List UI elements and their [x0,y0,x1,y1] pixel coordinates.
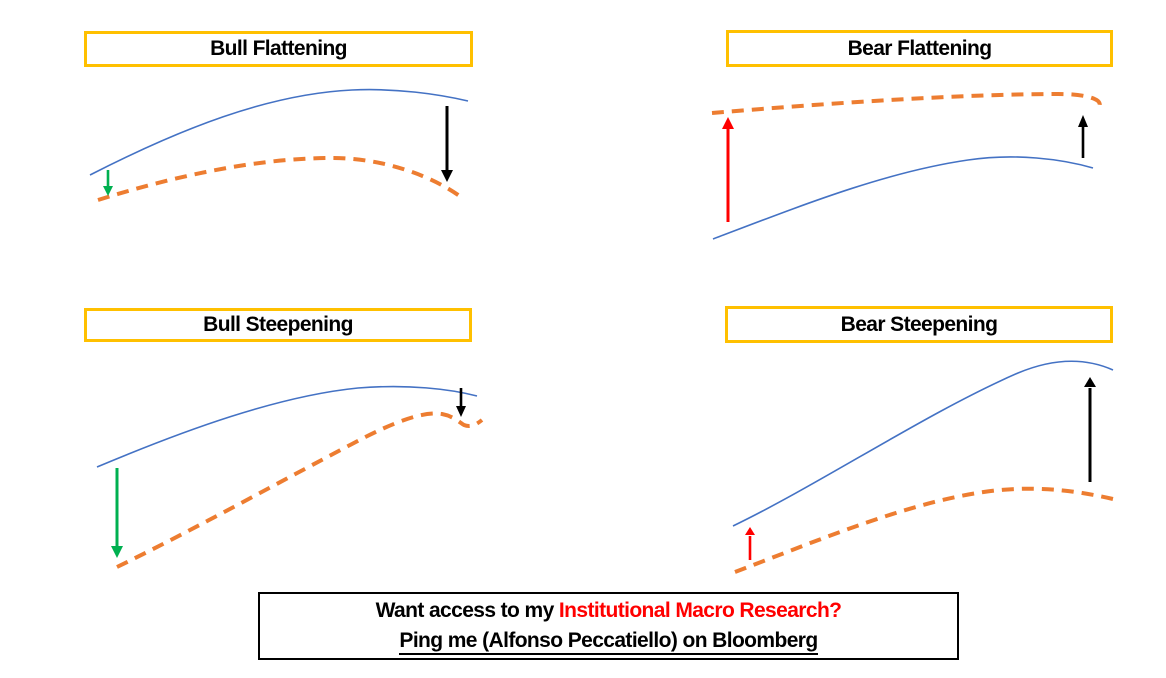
bull-steepening-title-box: Bull Steepening [84,308,472,342]
footer-line2: Ping me (Alfonso Peccatiello) on Bloombe… [399,626,818,656]
arrow-head [1078,115,1088,127]
bear-steepening-long-end-up-arrow [1084,377,1096,482]
bear-flattening-shifted-curve [711,91,1102,115]
bull-flattening-shifted-curve [97,155,463,202]
arrow-head [456,406,466,417]
arrow-head [1084,377,1096,387]
bear-steepening-initial-curve [732,360,1114,527]
bear-flattening-initial-curve [712,156,1094,240]
footer-line1-prefix: Want access to my [375,599,559,622]
arrow-head [111,546,123,558]
bear-flattening-long-end-up-arrow [1078,115,1088,158]
arrow-head [103,186,113,196]
footer-line1-highlight: Institutional Macro Research? [558,599,842,622]
bull-flattening-initial-curve [89,88,469,176]
footer-line2-text: Ping me (Alfonso Peccatiello) on Bloombe… [399,629,818,655]
bear-steepening-shifted-curve [734,486,1114,574]
bear-flattening-panel [711,91,1102,240]
bull-flattening-panel [89,88,469,202]
bull-steepening-shifted-curve [116,411,484,569]
bear-steepening-panel [732,360,1114,574]
bear-steepening-title-box: Bear Steepening [725,306,1113,343]
bear-steepening-short-end-up-arrow [745,527,755,560]
bull-steepening-long-end-down-arrow [456,388,466,417]
bear-steepening-title: Bear Steepening [840,312,998,336]
arrow-head [441,170,453,182]
arrow-head [745,527,755,535]
footer-cta-box: Want access to my Institutional Macro Re… [258,592,959,660]
footer-line1: Want access to my Institutional Macro Re… [376,596,842,626]
bull-flattening-long-end-down-arrow [441,106,453,182]
bull-steepening-title: Bull Steepening [203,313,353,336]
bull-flattening-title: Bull Flattening [210,37,347,60]
bull-steepening-initial-curve [96,385,478,468]
bull-steepening-short-end-down-arrow [111,468,123,558]
bear-flattening-title-box: Bear Flattening [726,30,1113,67]
bull-steepening-panel [96,385,484,569]
arrow-head [722,117,734,129]
bull-flattening-short-end-down-arrow [103,170,113,196]
bear-flattening-short-end-up-arrow [722,117,734,222]
bear-flattening-title: Bear Flattening [847,36,992,60]
bull-flattening-title-box: Bull Flattening [84,31,473,67]
